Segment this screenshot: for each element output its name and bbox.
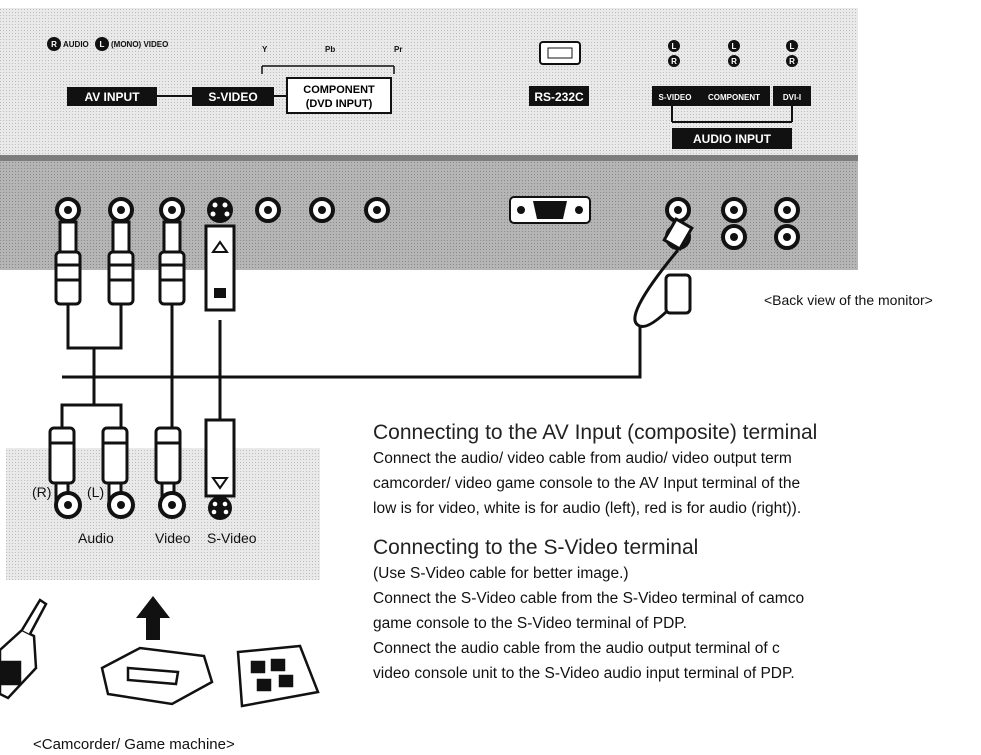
av-heading: Connecting to the AV Input (composite) t… — [373, 421, 818, 444]
rear-jacks — [55, 196, 800, 250]
av-line-3: low is for video, white is for audio (le… — [373, 500, 802, 517]
sv-heading: Connecting to the S-Video terminal — [373, 536, 699, 559]
monitor-terminal-strip — [0, 155, 858, 270]
av-line-1: Connect the audio/ video cable from audi… — [373, 450, 792, 467]
svg-text:R: R — [731, 57, 737, 66]
svg-text:DVI-I: DVI-I — [783, 93, 801, 102]
svideo-rear-jack — [207, 197, 233, 223]
game-pad-icon — [236, 644, 320, 708]
svg-text:L: L — [100, 40, 105, 49]
svg-text:L: L — [732, 42, 737, 51]
svg-text:AUDIO: AUDIO — [63, 40, 89, 49]
svg-text:COMPONENT: COMPONENT — [303, 84, 375, 96]
component-box — [286, 77, 392, 114]
svg-text:S-VIDEO: S-VIDEO — [659, 93, 692, 102]
svideo-label: S-Video — [207, 530, 257, 546]
svg-text:L: L — [672, 42, 677, 51]
av-input-top-labels: R AUDIO L (MONO) VIDEO — [47, 37, 168, 51]
svg-text:R: R — [789, 57, 795, 66]
device-jacks — [54, 491, 232, 520]
audio-input-labels: L R L R L R S-VIDEO COMPONENT DVI-I AUDI… — [652, 40, 811, 149]
svg-text:(MONO) VIDEO: (MONO) VIDEO — [111, 40, 168, 49]
video-label: Video — [155, 530, 191, 546]
sv-line-3: game console to the S-Video terminal of … — [373, 615, 687, 632]
up-arrow-icon — [136, 596, 170, 640]
top-plugs — [54, 217, 694, 315]
cables — [60, 249, 680, 430]
rs232c-label-group: RS-232C — [529, 41, 589, 106]
svideo-box — [192, 87, 274, 106]
av-line-2: camcorder/ video game console to the AV … — [373, 475, 801, 492]
svg-text:AUDIO INPUT: AUDIO INPUT — [693, 132, 772, 146]
jack-l-label: (L) — [87, 484, 105, 500]
svg-text:RS-232C: RS-232C — [534, 90, 584, 104]
svg-text:R: R — [51, 40, 57, 49]
sv-line-2: Connect the S-Video cable from the S-Vid… — [373, 590, 805, 607]
game-console-icon — [100, 646, 214, 706]
svg-text:Pr: Pr — [394, 45, 402, 54]
back-view-caption: <Back view of the monitor> — [764, 292, 933, 308]
svg-text:Pb: Pb — [325, 45, 335, 54]
svg-text:R: R — [671, 57, 677, 66]
sv-line-1: (Use S-Video cable for better image.) — [373, 565, 629, 582]
instructions: Connecting to the AV Input (composite) t… — [373, 420, 981, 686]
svg-text:S-VIDEO: S-VIDEO — [208, 90, 257, 104]
svg-text:Y: Y — [262, 45, 268, 54]
av-input-box — [67, 87, 157, 106]
svg-text:AV INPUT: AV INPUT — [84, 90, 140, 104]
device-caption: <Camcorder/ Game machine> — [33, 736, 235, 753]
audio-label: Audio — [78, 530, 114, 546]
svg-text:(DVD INPUT): (DVD INPUT) — [306, 98, 373, 110]
svg-text:L: L — [790, 42, 795, 51]
camcorder-icon — [0, 598, 48, 700]
jack-r-label: (R) — [32, 484, 52, 500]
sv-line-5: video console unit to the S-Video audio … — [373, 665, 795, 682]
sv-line-4: Connect the audio cable from the audio o… — [373, 640, 780, 657]
svg-text:COMPONENT: COMPONENT — [708, 93, 760, 102]
